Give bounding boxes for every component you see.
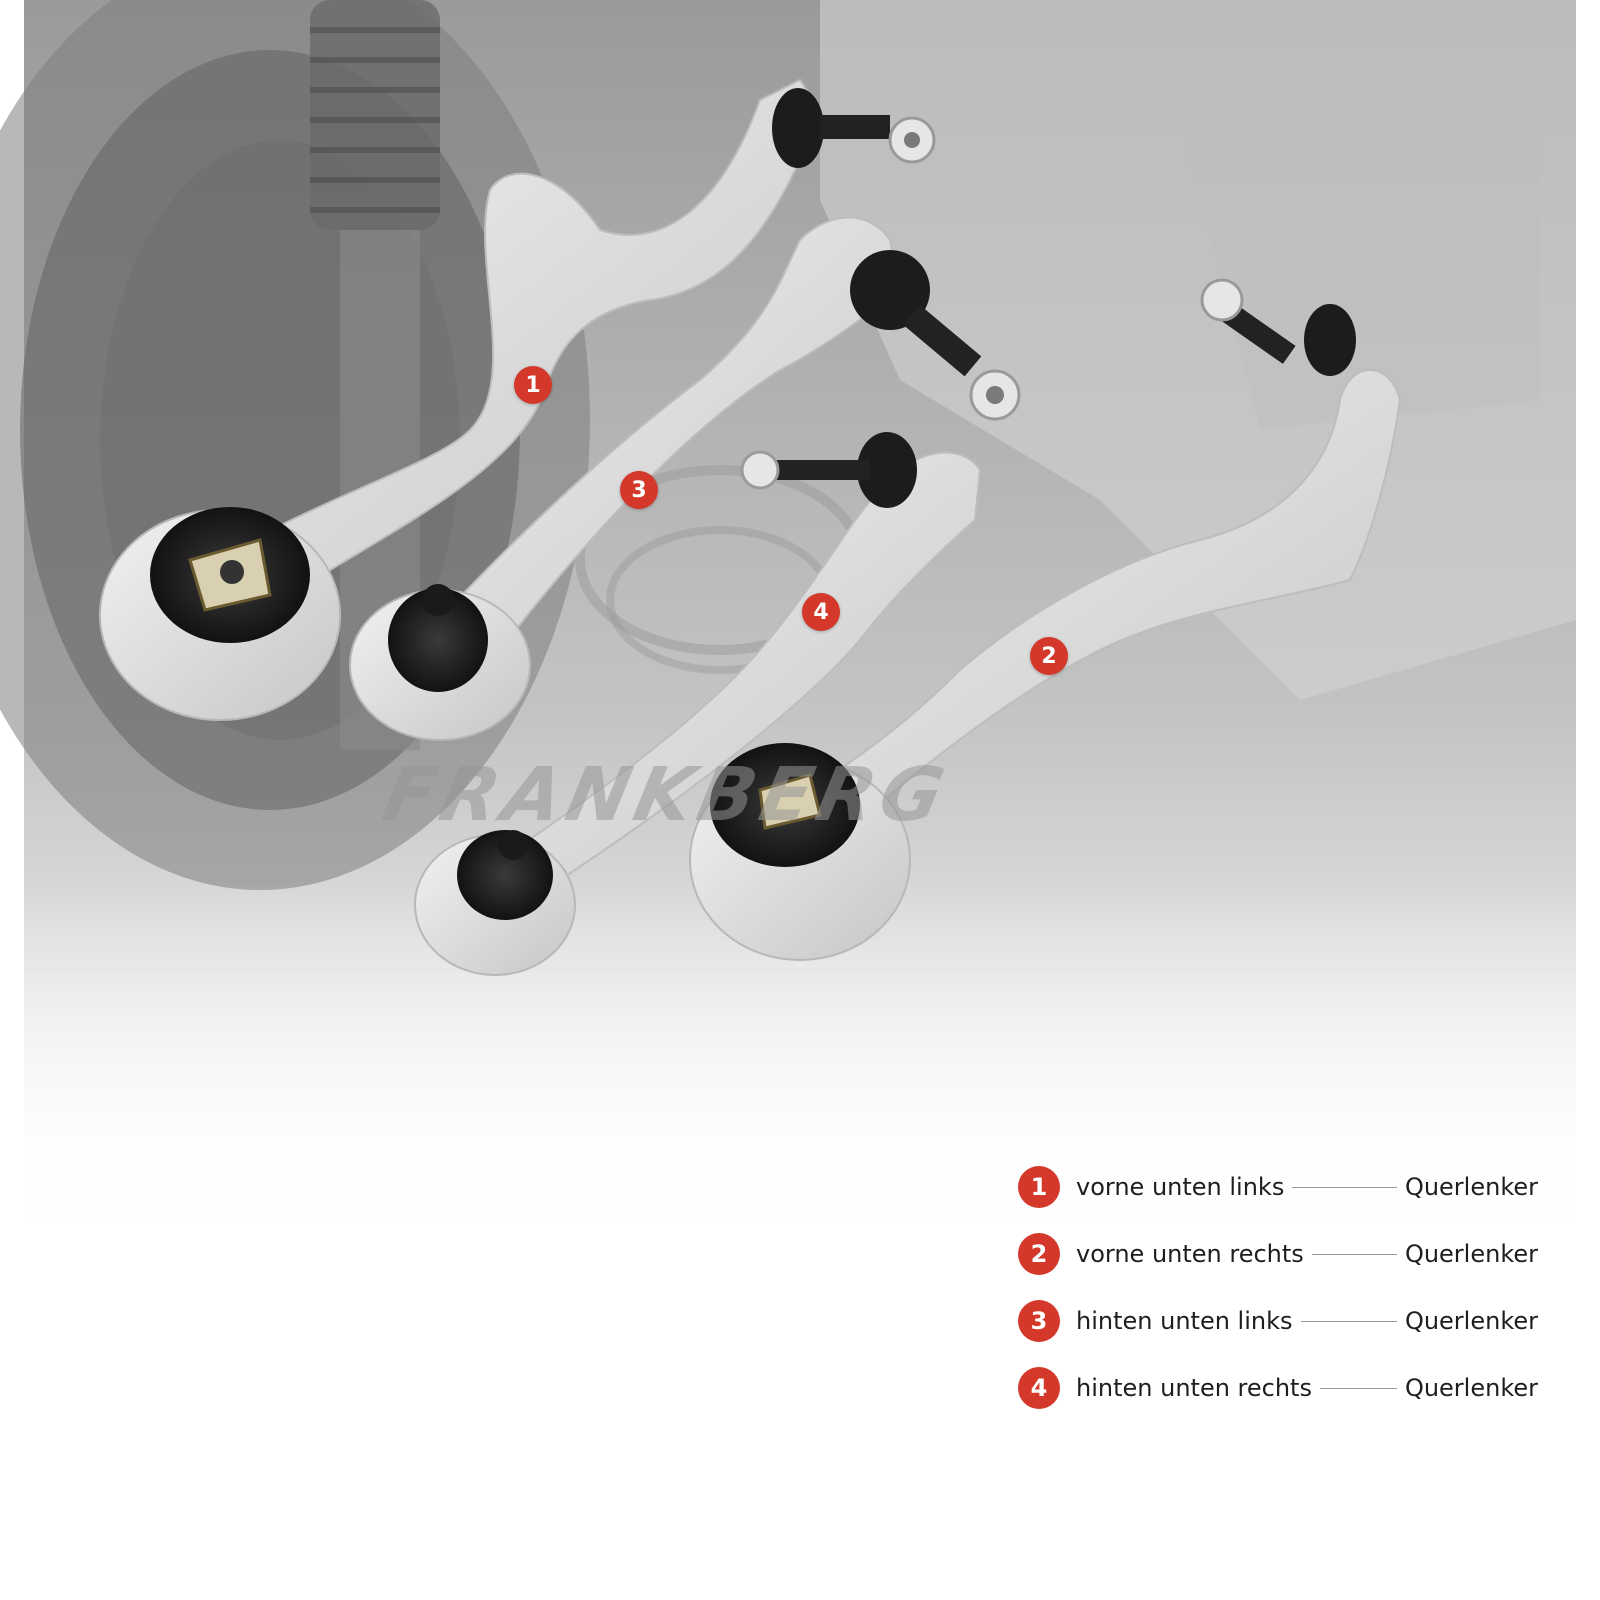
legend-number-badge: 4 xyxy=(1018,1367,1060,1409)
legend-connector-line xyxy=(1292,1186,1397,1188)
legend-number-badge: 3 xyxy=(1018,1300,1060,1342)
legend-number-badge: 1 xyxy=(1018,1166,1060,1208)
legend-connector-line xyxy=(1300,1320,1397,1322)
legend-number-badge: 2 xyxy=(1018,1233,1060,1275)
legend-item: 2 vorne unten rechts Querlenker xyxy=(1018,1231,1538,1277)
marker-arm-1: 1 xyxy=(514,366,552,404)
legend-item: 3 hinten unten links Querlenker xyxy=(1018,1298,1538,1344)
legend-part: Querlenker xyxy=(1404,1307,1538,1335)
legend-position: vorne unten links xyxy=(1076,1173,1285,1201)
legend-item: 1 vorne unten links Querlenker xyxy=(1018,1164,1538,1210)
legend-position: vorne unten rechts xyxy=(1076,1240,1304,1268)
legend-position: hinten unten links xyxy=(1076,1307,1293,1335)
position-legend: 1 vorne unten links Querlenker 2 vorne u… xyxy=(1018,1164,1538,1432)
legend-position: hinten unten rechts xyxy=(1076,1374,1312,1402)
legend-part: Querlenker xyxy=(1404,1240,1538,1268)
legend-part: Querlenker xyxy=(1404,1173,1538,1201)
marker-arm-4: 4 xyxy=(802,593,840,631)
marker-arm-2: 2 xyxy=(1030,637,1068,675)
legend-connector-line xyxy=(1311,1253,1397,1255)
legend-part: Querlenker xyxy=(1404,1374,1538,1402)
legend-item: 4 hinten unten rechts Querlenker xyxy=(1018,1365,1538,1411)
marker-arm-3: 3 xyxy=(620,471,658,509)
legend-connector-line xyxy=(1319,1387,1397,1389)
